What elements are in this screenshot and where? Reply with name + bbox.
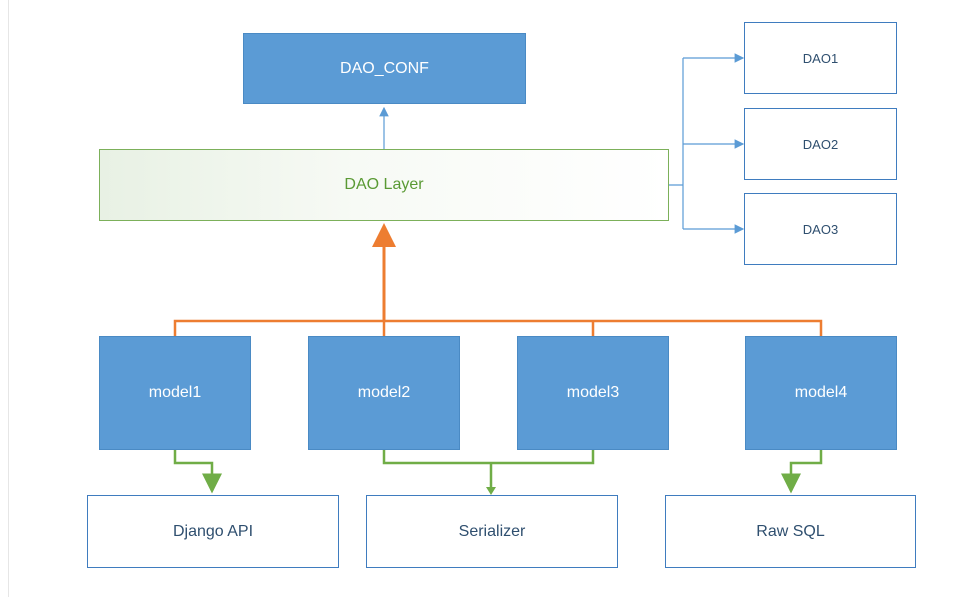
dao2-box: DAO2	[744, 108, 897, 180]
serializer-label: Serializer	[458, 522, 526, 540]
model2-model3-to-serializer-connector	[382, 450, 595, 491]
dao1-label: DAO1	[802, 50, 839, 66]
dao-conf-label: DAO_CONF	[340, 59, 429, 77]
dao-conf-box: DAO_CONF	[243, 33, 526, 104]
model2-box: model2	[308, 336, 460, 450]
dao3-box: DAO3	[744, 193, 897, 265]
model3-box: model3	[517, 336, 669, 450]
model1-label: model1	[148, 384, 202, 401]
models-orange-bus	[173, 319, 823, 336]
dao-layer-box: DAO Layer	[99, 149, 669, 221]
model4-to-raw-sql-connector	[781, 450, 823, 494]
model2-label: model2	[357, 384, 411, 401]
django-api-label: Django API	[172, 522, 254, 540]
model4-box: model4	[745, 336, 897, 450]
model1-box: model1	[99, 336, 251, 450]
serializer-arrowhead	[486, 487, 496, 495]
serializer-box: Serializer	[366, 495, 618, 568]
left-page-rule	[8, 0, 9, 597]
model3-label: model3	[566, 384, 620, 401]
model4-label: model4	[794, 384, 848, 401]
raw-sql-box: Raw SQL	[665, 495, 916, 568]
dao-layer-to-daos-bracket	[669, 58, 684, 229]
dao-layer-label: DAO Layer	[344, 176, 424, 193]
dao1-box: DAO1	[744, 22, 897, 94]
model1-to-django-api-connector	[173, 450, 222, 494]
dao2-label: DAO2	[802, 136, 839, 152]
django-api-box: Django API	[87, 495, 339, 568]
dao3-label: DAO3	[802, 221, 839, 237]
raw-sql-label: Raw SQL	[756, 522, 825, 540]
